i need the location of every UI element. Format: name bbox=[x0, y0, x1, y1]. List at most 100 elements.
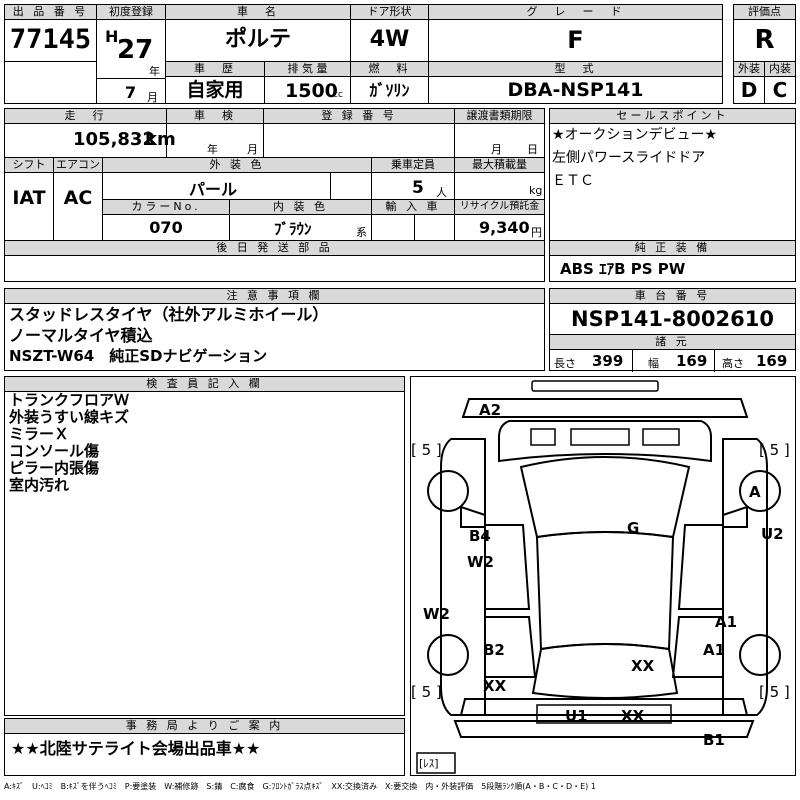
capacity-unit: 人 bbox=[436, 186, 447, 199]
mark-a1-upper: A1 bbox=[715, 613, 738, 631]
chassis-number: NSP141-8002610 bbox=[571, 307, 774, 331]
mark-a1-lower: A1 bbox=[703, 641, 726, 659]
exterior-grade-label: 外装 bbox=[734, 62, 764, 77]
car-name-box: 車 名 ポルテ bbox=[165, 4, 351, 62]
ac-box: エアコン AC bbox=[53, 157, 103, 241]
capacity-label: 乗車定員 bbox=[372, 158, 454, 173]
load-label: 最大積載量 bbox=[455, 158, 544, 173]
equipment-label: 純 正 装 備 bbox=[550, 241, 795, 256]
history-label: 車 歴 bbox=[166, 62, 264, 77]
lot-number-box: 出 品 番 号 77145 bbox=[4, 4, 97, 62]
door-box: ドア形状 4W bbox=[350, 4, 429, 62]
mileage-unit: km bbox=[145, 129, 176, 150]
mileage-box: 走 行 105,832 km bbox=[4, 108, 176, 158]
history: 自家用 bbox=[186, 79, 244, 101]
mark-xx-center: XX bbox=[631, 657, 655, 675]
color-label: 外 装 色 bbox=[103, 158, 371, 173]
model-box: 型 式 DBA-NSP141 bbox=[428, 61, 723, 104]
mark-g: G bbox=[627, 519, 640, 537]
import-box: 輸 入 車 bbox=[371, 199, 455, 241]
equipment-box: 純 正 装 備 ABS ｴｱB PS PW bbox=[549, 240, 796, 282]
door-label: ドア形状 bbox=[351, 5, 428, 20]
tire-front-right: [ 5 ] bbox=[759, 441, 790, 459]
first-registration-box: 初度登録 H 27 年 7 月 bbox=[96, 4, 166, 104]
reg-month: 7 bbox=[125, 83, 137, 102]
ac-label: エアコン bbox=[54, 158, 102, 173]
inspector-label: 検 査 員 記 入 欄 bbox=[5, 377, 404, 392]
int-color: ﾌﾞﾗｳﾝ bbox=[274, 220, 312, 238]
model: DBA-NSP141 bbox=[507, 79, 644, 101]
car-name-label: 車 名 bbox=[166, 5, 350, 20]
recycle: 9,340 bbox=[479, 218, 530, 237]
color-no: 070 bbox=[149, 218, 183, 237]
shift-box: シフト IAT bbox=[4, 157, 54, 241]
inspector-line: コンソール傷 bbox=[9, 442, 100, 460]
length: 399 bbox=[592, 352, 624, 370]
color-no-label: カラーNo. bbox=[103, 200, 229, 215]
mileage: 105,832 bbox=[73, 129, 155, 150]
transfer-box: 譲渡書類期限 月 日 bbox=[454, 108, 545, 158]
notes-line: ノーマルタイヤ積込 bbox=[9, 326, 153, 345]
plate-box: 登 録 番 号 bbox=[263, 108, 455, 158]
score-box: 評価点 R bbox=[733, 4, 796, 62]
length-label: 長さ bbox=[554, 357, 576, 370]
mark-w2-side: W2 bbox=[423, 605, 450, 623]
fuel-label: 燃 料 bbox=[351, 62, 428, 77]
reg-year-unit: 年 bbox=[149, 65, 160, 78]
mileage-label: 走 行 bbox=[5, 109, 166, 124]
mark-a2: A2 bbox=[479, 401, 502, 419]
color-no-box: カラーNo. 070 bbox=[102, 199, 230, 241]
grade: F bbox=[567, 26, 584, 54]
sales-line: 左側パワースライドドア bbox=[552, 150, 706, 166]
int-color-unit: 系 bbox=[356, 226, 367, 239]
inspector-line: 外装うすい線キズ bbox=[9, 408, 130, 426]
inspector-line: ピラー内張傷 bbox=[9, 459, 100, 477]
displacement-box: 排 気 量 1500 cc bbox=[264, 61, 351, 104]
int-color-label: 内 装 色 bbox=[230, 200, 371, 215]
exterior-grade-box: 外装 D bbox=[733, 61, 765, 104]
shift: IAT bbox=[12, 187, 46, 209]
later-parts-label: 後 日 発 送 部 品 bbox=[5, 241, 544, 256]
tire-front-left: [ 5 ] bbox=[411, 441, 442, 459]
recycle-unit: 円 bbox=[531, 226, 542, 239]
mark-b1: B1 bbox=[703, 731, 725, 749]
tire-spare: [ﾚｽ] bbox=[419, 757, 439, 770]
recycle-box: リサイクル預託金 9,340 円 bbox=[454, 199, 545, 241]
sales-line: ★オークションデビュー★ bbox=[552, 127, 718, 143]
plate-label: 登 録 番 号 bbox=[264, 109, 454, 124]
transfer-label: 譲渡書類期限 bbox=[455, 109, 544, 124]
mark-b4: B4 bbox=[469, 527, 491, 545]
lot-extra-box bbox=[4, 61, 97, 104]
displacement: 1500 bbox=[285, 80, 338, 102]
damage-diagram: A2 A U2 G B4 W2 W2 A1 A1 B2 XX XX U1 XX … bbox=[410, 376, 796, 776]
notes-line: スタッドレスタイヤ（社外アルミホイール） bbox=[9, 305, 329, 324]
sales-line: ＥＴＣ bbox=[552, 173, 594, 189]
mark-xx-left: XX bbox=[483, 677, 507, 695]
mark-a: A bbox=[749, 483, 761, 501]
lot-number-label: 出 品 番 号 bbox=[5, 5, 96, 20]
fuel: ｶﾞｿﾘﾝ bbox=[369, 81, 410, 100]
displacement-label: 排 気 量 bbox=[265, 62, 350, 77]
inspector-line: 室内汚れ bbox=[9, 476, 70, 494]
later-parts-box: 後 日 発 送 部 品 bbox=[4, 240, 545, 282]
notes-box: 注 意 事 項 欄 スタッドレスタイヤ（社外アルミホイール） ノーマルタイヤ積込… bbox=[4, 288, 545, 371]
shift-label: シフト bbox=[5, 158, 53, 173]
era: H bbox=[105, 27, 119, 46]
inspection-month-unit: 月 bbox=[247, 143, 258, 156]
recycle-label: リサイクル預託金 bbox=[455, 200, 544, 215]
inspector-line: ミラーＸ bbox=[9, 425, 70, 443]
interior-grade-label: 内装 bbox=[765, 62, 795, 77]
tire-rear-left: [ 5 ] bbox=[411, 683, 442, 701]
interior-grade: C bbox=[772, 78, 788, 102]
car-outline bbox=[416, 380, 781, 774]
color-box: 外 装 色 パール bbox=[102, 157, 372, 200]
transfer-day-unit: 日 bbox=[527, 143, 538, 156]
lot-number: 77145 bbox=[9, 24, 92, 55]
office-label: 事 務 局 よ り ご 案 内 bbox=[5, 719, 404, 734]
grade-label: グ レ ー ド bbox=[429, 5, 722, 20]
inspector-box: 検 査 員 記 入 欄 トランクフロアＷ 外装うすい線キズ ミラーＸ コンソール… bbox=[4, 376, 405, 716]
dims-label: 諸 元 bbox=[550, 334, 795, 350]
chassis-label: 車 台 番 号 bbox=[550, 289, 795, 304]
sales-points-label: セールスポイント bbox=[550, 109, 795, 124]
reg-year: 27 bbox=[117, 35, 154, 65]
